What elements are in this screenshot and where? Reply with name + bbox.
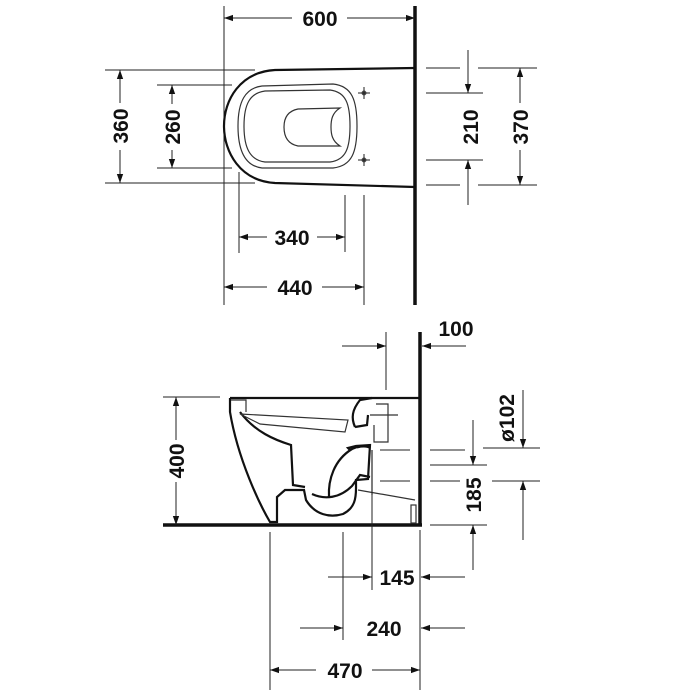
- bolt: [410, 504, 417, 524]
- rim-line: [239, 413, 349, 433]
- dim-600: 600: [302, 8, 337, 31]
- top-view: 600 360 260 210 370 340: [105, 6, 537, 305]
- seat-rim: [237, 83, 358, 169]
- dim-340: 340: [274, 227, 309, 250]
- dim-370: 370: [510, 109, 533, 144]
- fixing-point-icon: [358, 154, 370, 166]
- seat-hinge: [231, 399, 247, 412]
- trap-bottom: [311, 473, 371, 499]
- dim-240: 240: [366, 618, 401, 641]
- dim-440: 440: [277, 277, 312, 300]
- bowl-outline-side: [228, 396, 420, 524]
- bowl-outline-top: [222, 66, 416, 189]
- hidden-line: [357, 450, 416, 501]
- dim-260: 260: [162, 109, 185, 144]
- seat-rim-inner: [243, 89, 351, 163]
- flush-connector: [370, 403, 398, 443]
- dim-400: 400: [166, 443, 189, 478]
- dim-185: 185: [463, 477, 486, 512]
- dim-360: 360: [110, 108, 133, 143]
- bowl-inner-front: [239, 411, 306, 489]
- dim-outlet-diameter: ø102: [496, 394, 519, 442]
- rear-rim: [351, 396, 373, 429]
- dim-145: 145: [379, 567, 414, 590]
- dim-470: 470: [327, 660, 362, 683]
- dim-210: 210: [460, 109, 483, 144]
- fixing-point-icon: [358, 87, 370, 99]
- side-view: 100 400 ø102 185 145 240: [163, 318, 540, 690]
- flush-opening: [283, 107, 343, 147]
- dim-100: 100: [438, 318, 473, 341]
- trap-weir: [327, 445, 371, 498]
